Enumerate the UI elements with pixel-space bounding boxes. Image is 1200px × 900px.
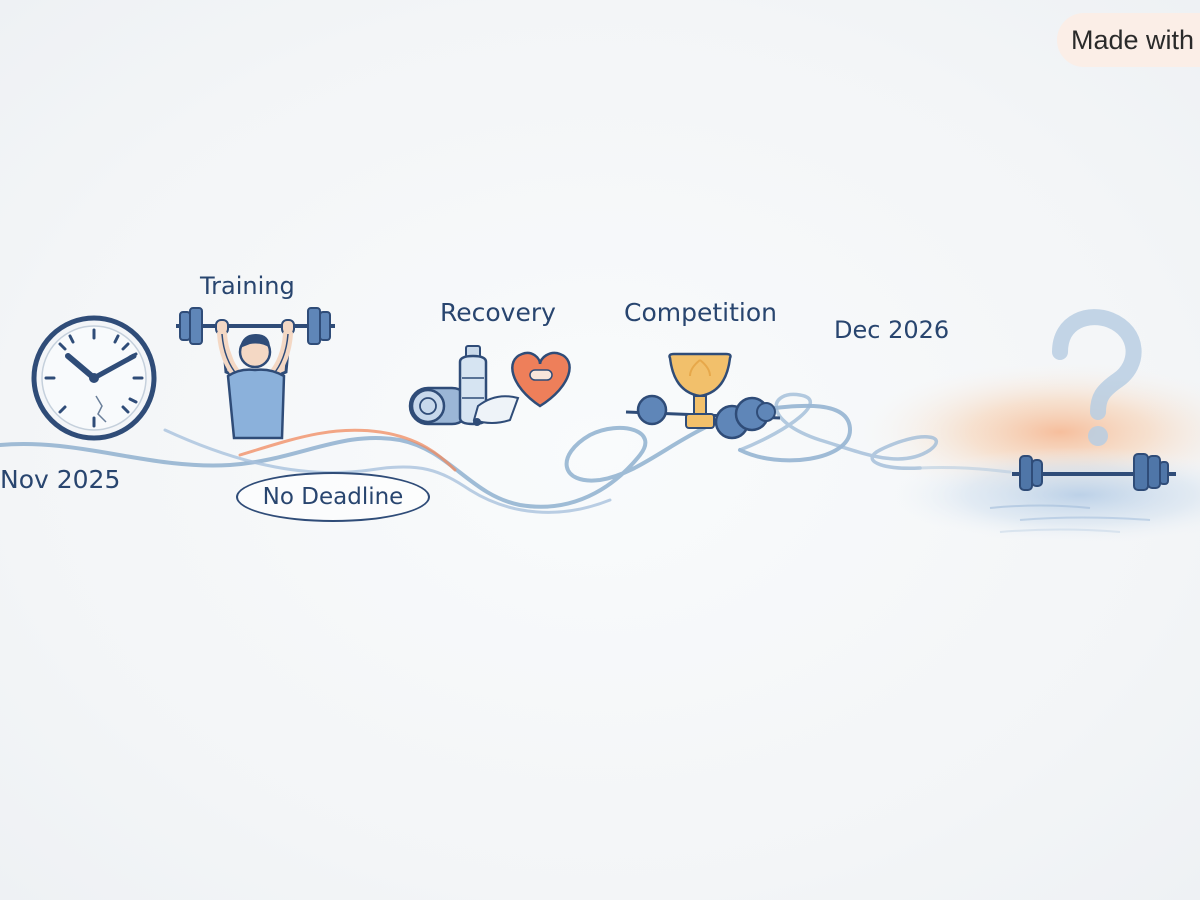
stage-label-recovery: Recovery <box>440 298 556 327</box>
barbell-icon <box>1012 453 1176 491</box>
made-with-badge[interactable]: Made with <box>1057 13 1200 67</box>
towel-icon <box>472 395 520 426</box>
stage-label-training: Training <box>200 272 295 300</box>
trophy-icon <box>668 352 732 429</box>
question-mark-icon <box>1052 309 1142 446</box>
timeline-ribbon <box>0 392 1012 514</box>
heart-icon <box>511 351 571 408</box>
start-date-label: Nov 2025 <box>0 465 121 494</box>
clock-icon <box>31 315 157 441</box>
competition-icons <box>625 352 781 440</box>
yoga-mat-icon <box>408 386 472 426</box>
recovery-icons <box>408 345 571 426</box>
end-date-label: Dec 2026 <box>834 316 950 344</box>
stage-label-competition: Competition <box>624 298 777 327</box>
weightlifter-icon <box>176 307 335 440</box>
dumbbell-icon <box>636 394 776 440</box>
future-horizon <box>860 362 1200 543</box>
no-deadline-label: No Deadline <box>236 472 430 522</box>
